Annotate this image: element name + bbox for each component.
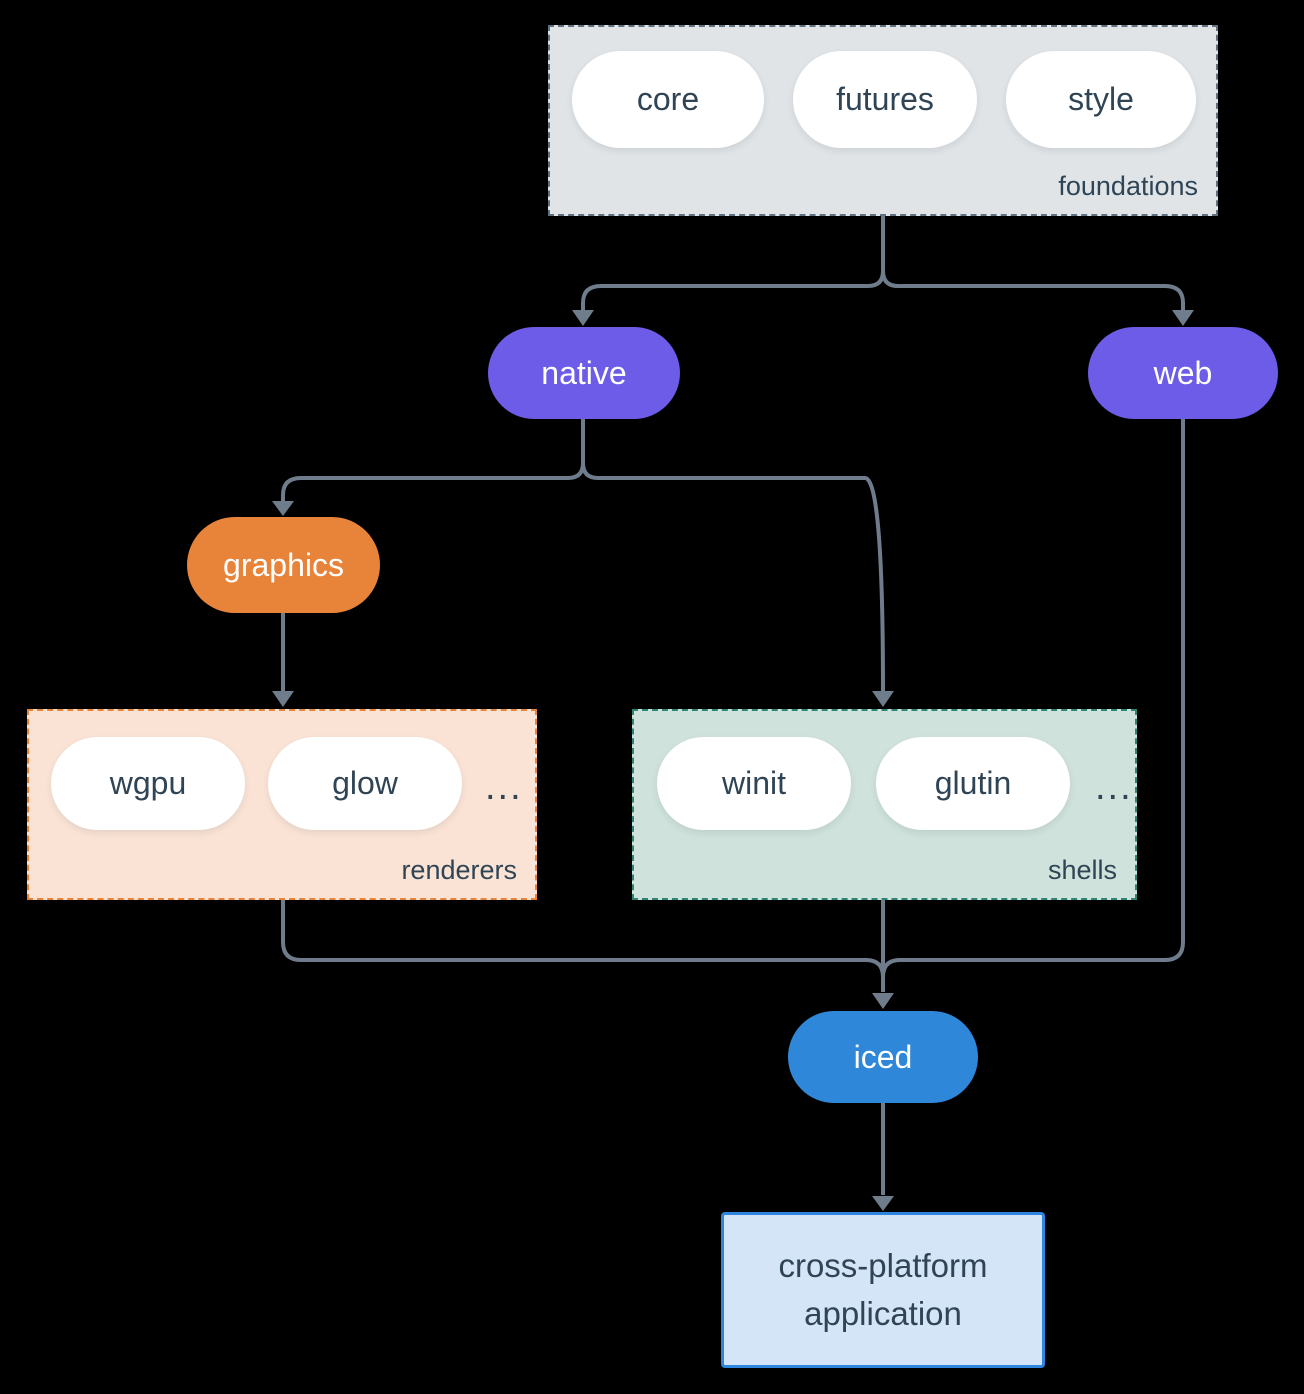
node-glutin: glutin xyxy=(876,737,1070,830)
node-futures: futures xyxy=(793,51,977,148)
edge-native-to-shells xyxy=(581,462,885,692)
node-native: native xyxy=(488,327,680,419)
group-foundations: core futures style foundations xyxy=(548,25,1218,216)
renderers-label: renderers xyxy=(401,855,517,885)
foundations-label: foundations xyxy=(1058,171,1198,201)
edge-native-to-graphics xyxy=(281,462,585,501)
arrowhead-renderers-icon xyxy=(272,691,294,707)
node-iced: iced xyxy=(788,1011,978,1103)
shells-label: shells xyxy=(1047,855,1117,885)
node-cross-platform-application: cross-platform application xyxy=(721,1212,1045,1368)
shells-pill-row: winit glutin ... xyxy=(634,711,1135,830)
node-graphics: graphics xyxy=(187,517,380,613)
arrowhead-iced-icon xyxy=(872,993,894,1009)
node-wgpu: wgpu xyxy=(51,737,245,830)
arrowhead-application-icon xyxy=(872,1196,894,1211)
shells-ellipsis: ... xyxy=(1095,765,1133,808)
edge-renderers-to-merge xyxy=(281,900,885,978)
arrowhead-graphics-icon xyxy=(272,501,294,516)
group-shells: winit glutin ... shells xyxy=(632,709,1137,900)
node-web: web xyxy=(1088,327,1278,419)
arrowhead-native-icon xyxy=(572,310,594,326)
node-winit: winit xyxy=(657,737,851,830)
node-core: core xyxy=(572,51,764,148)
edge-foundations-to-native xyxy=(581,270,885,310)
node-style: style xyxy=(1006,51,1196,148)
node-glow: glow xyxy=(268,737,462,830)
renderers-pill-row: wgpu glow ... xyxy=(29,711,535,830)
arrowhead-shells-icon xyxy=(872,691,894,707)
group-renderers: wgpu glow ... renderers xyxy=(27,709,537,900)
renderers-ellipsis: ... xyxy=(485,765,523,808)
foundations-pill-row: core futures style xyxy=(550,27,1216,148)
edge-foundations-to-web xyxy=(881,270,1185,310)
arrowhead-web-icon xyxy=(1172,310,1194,326)
